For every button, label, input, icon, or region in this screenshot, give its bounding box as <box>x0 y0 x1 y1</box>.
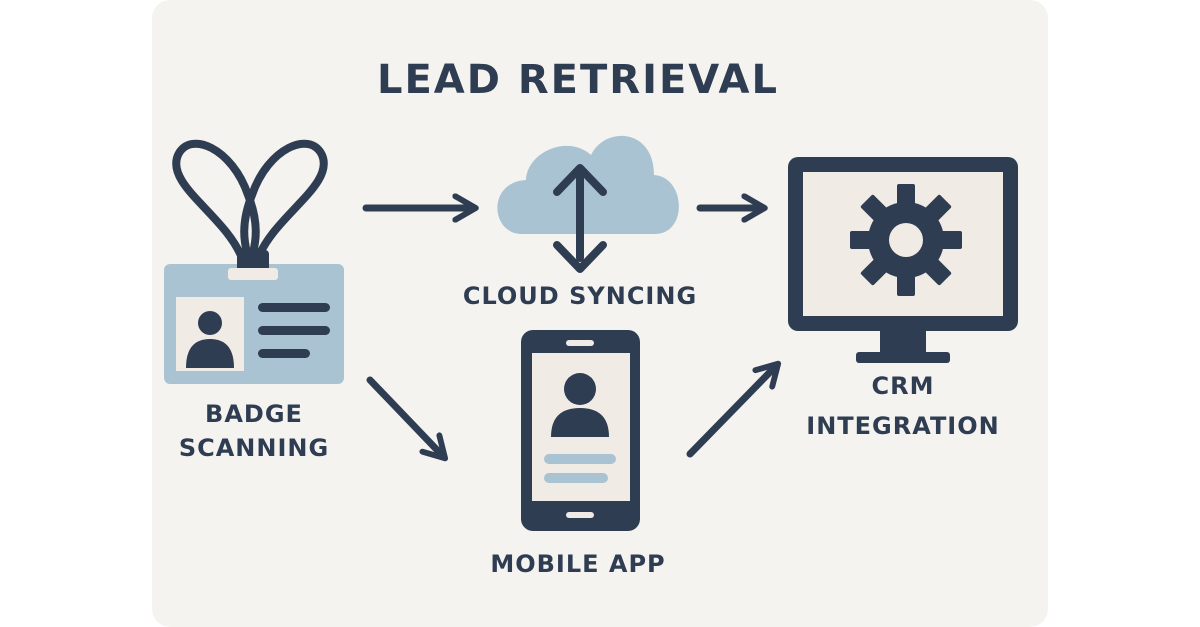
cloud-sync-icon <box>497 135 679 273</box>
arrow-mobile-to-crm <box>686 360 782 458</box>
lanyard-badge-icon <box>164 139 344 384</box>
badge-scanning-label-line2: SCANNING <box>179 434 329 462</box>
diagram-title: LEAD RETRIEVAL <box>377 57 779 103</box>
smartphone-user-icon <box>521 330 640 531</box>
cloud-syncing-label: CLOUD SYNCING <box>463 282 697 310</box>
mobile-app-label: MOBILE APP <box>490 550 665 578</box>
monitor-gear-icon <box>788 157 1018 363</box>
arrow-badge-to-mobile <box>366 376 449 462</box>
crm-integration-label-line2: INTEGRATION <box>806 412 999 440</box>
badge-scanning-label-line1: BADGE <box>205 400 303 428</box>
gear-icon <box>850 184 962 296</box>
crm-integration-label-line1: CRM <box>872 372 935 400</box>
